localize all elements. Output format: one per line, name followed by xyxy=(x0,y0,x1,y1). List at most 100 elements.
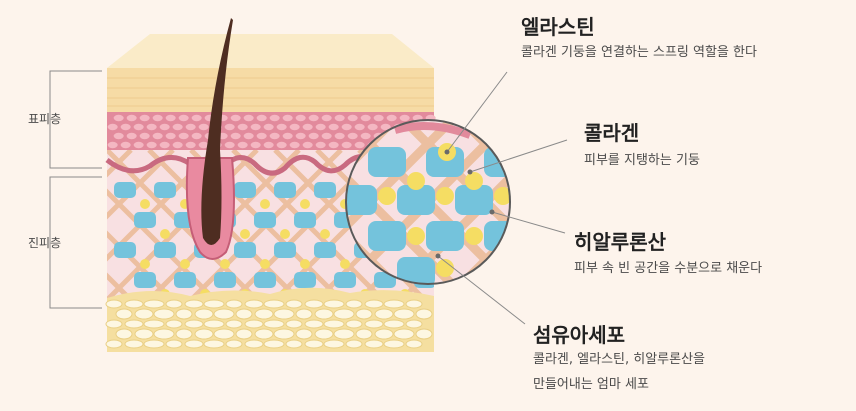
epidermis-cell xyxy=(126,132,137,140)
fat-cell xyxy=(333,328,355,340)
hyaluronic-cell xyxy=(134,272,156,288)
fat-cell xyxy=(273,308,295,320)
fat-cell xyxy=(184,319,204,329)
hyaluronic-cell xyxy=(254,212,276,228)
epidermis-cell xyxy=(237,123,248,131)
epidermis-cell xyxy=(191,132,202,140)
fibroblast-title: 섬유아세포 xyxy=(533,323,625,347)
fat-cell xyxy=(285,319,303,329)
fat-cell xyxy=(124,319,144,329)
epidermis-cell xyxy=(256,132,267,140)
hyaluronic-cell xyxy=(174,272,196,288)
fat-cell xyxy=(285,339,303,349)
hyaluronic-cell xyxy=(294,212,316,228)
epidermis-cell xyxy=(107,141,118,149)
leader-lines xyxy=(437,71,568,325)
epidermis-cell xyxy=(185,123,196,131)
elastin-node xyxy=(280,229,290,239)
epidermis-cell xyxy=(302,141,313,149)
epidermis-cell xyxy=(308,132,319,140)
epidermis-band xyxy=(107,68,434,112)
hyaluronic-cell xyxy=(254,272,276,288)
elastin-node xyxy=(465,172,483,190)
epidermis-cell xyxy=(328,141,339,149)
epidermis-cell xyxy=(263,123,274,131)
fat-cell xyxy=(143,339,165,349)
elastin-node xyxy=(440,289,450,299)
epidermis-cell xyxy=(256,114,267,122)
hyaluronic-cell xyxy=(154,182,176,198)
epidermis-cell xyxy=(334,132,345,140)
fat-cell xyxy=(175,328,193,340)
epidermis-cell xyxy=(133,123,144,131)
fat-cell xyxy=(225,339,243,349)
epidermis-label: 표피층 xyxy=(28,112,62,126)
hyaluronic-cell xyxy=(484,147,510,177)
epidermis-texture xyxy=(107,77,434,107)
fat-cell xyxy=(165,299,183,309)
fat-cell xyxy=(235,328,253,340)
epidermis-cell xyxy=(178,114,189,122)
hyaluronic-desc: 피부 속 빈 공간을 수분으로 채운다 xyxy=(574,261,763,276)
epidermis-cell xyxy=(269,114,280,122)
hyaluronic-cell xyxy=(134,212,156,228)
epidermis-cell xyxy=(373,114,384,122)
fat-cell xyxy=(184,339,204,349)
elastin-node xyxy=(300,199,310,209)
hyaluronic-cell xyxy=(314,182,336,198)
hyaluronic-cell xyxy=(346,185,377,215)
fat-cell xyxy=(244,319,264,329)
fat-cell xyxy=(134,308,154,320)
fat-cell xyxy=(134,328,154,340)
fat-cell xyxy=(213,328,235,340)
fat-cell xyxy=(203,319,225,329)
epidermis-cell xyxy=(250,141,261,149)
epidermis-cell xyxy=(347,114,358,122)
elastin-node xyxy=(407,172,425,190)
collagen-fiber xyxy=(0,150,5,300)
epidermis-cell xyxy=(133,141,144,149)
epidermis-cell xyxy=(113,114,124,122)
fat-cell xyxy=(143,299,165,309)
fat-cell xyxy=(415,308,433,320)
fat-cell xyxy=(115,308,133,320)
collagen-fiber xyxy=(752,120,856,284)
collagen-fiber xyxy=(752,120,856,284)
elastin-node xyxy=(340,259,350,269)
elastin-node xyxy=(160,229,170,239)
fat-cell xyxy=(364,319,384,329)
epidermis-cell xyxy=(224,123,235,131)
collagen-fiber xyxy=(779,150,856,300)
epidermis-cell xyxy=(399,114,410,122)
epidermis-cell xyxy=(146,141,157,149)
epidermis-cell xyxy=(126,114,137,122)
fat-cell xyxy=(194,328,214,340)
fat-cell xyxy=(393,328,415,340)
elastin-node xyxy=(240,229,250,239)
epidermis-cell xyxy=(224,141,235,149)
fat-cell xyxy=(314,308,334,320)
epidermis-cell xyxy=(276,123,287,131)
collagen-desc: 피부를 지탱하는 기둥 xyxy=(584,153,700,168)
fat-cell xyxy=(203,299,225,309)
hyaluronic-cell xyxy=(274,182,296,198)
fat-cell xyxy=(213,308,235,320)
fat-cell xyxy=(364,339,384,349)
hyaluronic-cell xyxy=(397,257,435,284)
epidermis-cell xyxy=(354,123,365,131)
fat-cell xyxy=(295,308,313,320)
fat-cell xyxy=(383,339,405,349)
fat-cell xyxy=(364,299,384,309)
epidermis-cell xyxy=(328,123,339,131)
epidermis-cell xyxy=(386,114,397,122)
fat-cell xyxy=(355,308,373,320)
epidermis-cell xyxy=(146,123,157,131)
fat-cell xyxy=(153,308,175,320)
elastin-node xyxy=(436,259,454,277)
fat-cell xyxy=(244,299,264,309)
hyaluronic-title: 히알루론산 xyxy=(574,230,666,254)
fat-cell xyxy=(263,299,285,309)
fat-cell xyxy=(175,308,193,320)
fat-cell xyxy=(194,308,214,320)
